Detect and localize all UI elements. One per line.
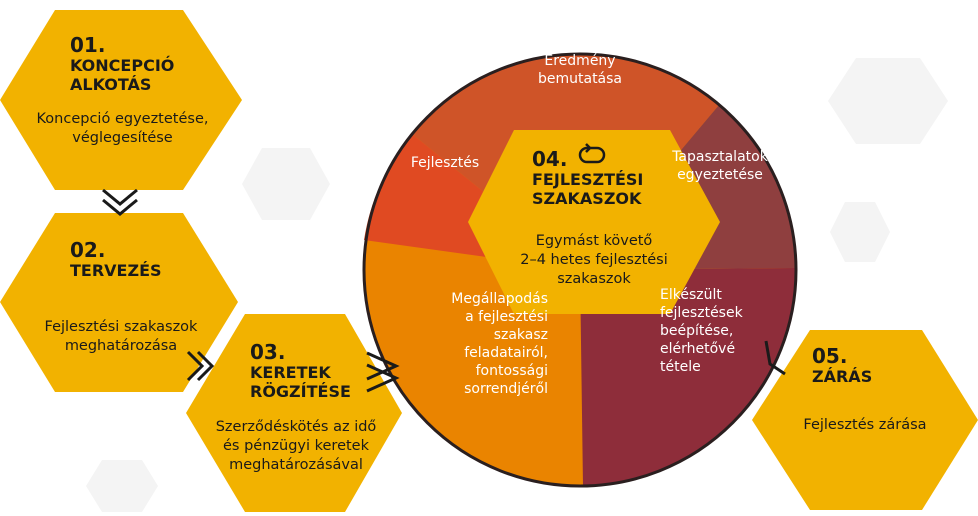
cycle-line: a fejlesztési	[465, 309, 548, 325]
cycle-label-elkeszult: Elkészült fejlesztések beépítése, elérhe…	[660, 286, 760, 376]
cycle-line: szakasz	[493, 327, 548, 343]
step-number: 02.	[70, 238, 106, 262]
step-05-description: Fejlesztés zárása	[770, 416, 960, 435]
step-04-heading: 04. FEJLESZTÉSI SZAKASZOK	[532, 148, 672, 208]
step-title: FEJLESZTÉSI	[532, 170, 644, 189]
cycle-icon	[578, 143, 606, 164]
cycle-line: tétele	[660, 359, 701, 375]
step-04-description: Egymást követő 2–4 hetes fejlesztési sza…	[496, 232, 692, 289]
step-02-description: Fejlesztési szakaszok meghatározása	[10, 318, 232, 356]
cycle-line: elérhetővé	[660, 341, 736, 357]
desc-line: és pénzügyi keretek	[223, 438, 369, 454]
step-title: ALKOTÁS	[70, 75, 152, 94]
step-01-heading: 01. KONCEPCIÓ ALKOTÁS	[70, 34, 220, 94]
step-hex-02	[0, 213, 238, 392]
cycle-line: Megállapodás	[451, 291, 548, 307]
step-number: 05.	[812, 344, 848, 368]
step-hex-05	[752, 330, 978, 510]
step-title: ZÁRÁS	[812, 367, 873, 386]
step-number: 01.	[70, 33, 106, 57]
cycle-line: bemutatása	[537, 71, 623, 87]
cycle-line: fontossági	[475, 363, 548, 379]
desc-line: Koncepció egyeztetése,	[36, 111, 209, 127]
cycle-line: Eredmény	[544, 53, 616, 69]
chevron-double-right-icon	[186, 350, 215, 382]
step-title: KONCEPCIÓ	[70, 56, 175, 75]
step-03-heading: 03. KERETEK RÖGZÍTÉSE	[250, 341, 380, 401]
cycle-label-megallapodas: Megállapodás a fejlesztési szakasz felad…	[380, 290, 548, 398]
desc-line: meghatározása	[64, 338, 178, 354]
step-05-heading: 05. ZÁRÁS	[812, 345, 932, 386]
arrow-right-icon	[366, 351, 400, 393]
cycle-line: Elkészült	[660, 287, 722, 303]
step-number: 03.	[250, 340, 286, 364]
step-01-description: Koncepció egyeztetése, véglegesítése	[10, 110, 235, 148]
desc-line: Fejlesztés zárása	[803, 417, 927, 433]
cycle-line: fejlesztések	[660, 305, 743, 321]
cycle-segment-bottom-right	[580, 268, 796, 486]
step-hex-04	[468, 130, 720, 314]
decor-hex	[86, 460, 158, 512]
cycle-line: beépítése,	[660, 323, 734, 339]
desc-line: Egymást követő	[535, 233, 653, 249]
step-hex-03	[186, 314, 402, 512]
step-02-heading: 02. TERVEZÉS	[70, 239, 220, 280]
step-title: SZAKASZOK	[532, 189, 642, 208]
chevron-double-down-icon	[102, 188, 138, 216]
arrow-right-icon	[764, 340, 786, 376]
step-hex-01	[0, 10, 242, 190]
cycle-line: egyeztetése	[677, 167, 763, 183]
decor-hex	[828, 58, 948, 144]
step-title: RÖGZÍTÉSE	[250, 382, 351, 401]
step-title: KERETEK	[250, 363, 331, 382]
decor-hex	[830, 202, 890, 262]
decor-hex	[242, 148, 330, 220]
desc-line: szakaszok	[557, 271, 631, 287]
cycle-label-fejlesztes: Fejlesztés	[400, 154, 490, 172]
cycle-line: feladatairól,	[464, 345, 548, 361]
desc-line: véglegesítése	[72, 130, 173, 146]
desc-line: 2–4 hetes fejlesztési	[520, 252, 668, 268]
desc-line: Fejlesztési szakaszok	[44, 319, 198, 335]
cycle-line: sorrendjéről	[464, 381, 548, 397]
cycle-label-eredmeny: Eredmény bemutatása	[520, 52, 640, 88]
step-title: TERVEZÉS	[70, 261, 162, 280]
desc-line: meghatározásával	[229, 457, 363, 473]
cycle-line: Fejlesztés	[410, 155, 480, 171]
step-03-description: Szerződéskötés az idő és pénzügyi kerete…	[196, 418, 396, 475]
step-number: 04.	[532, 147, 568, 171]
desc-line: Szerződéskötés az idő	[215, 419, 377, 435]
cycle-line: Tapasztalatok	[672, 149, 768, 165]
cycle-label-tapasztalatok: Tapasztalatok egyeztetése	[660, 148, 780, 184]
